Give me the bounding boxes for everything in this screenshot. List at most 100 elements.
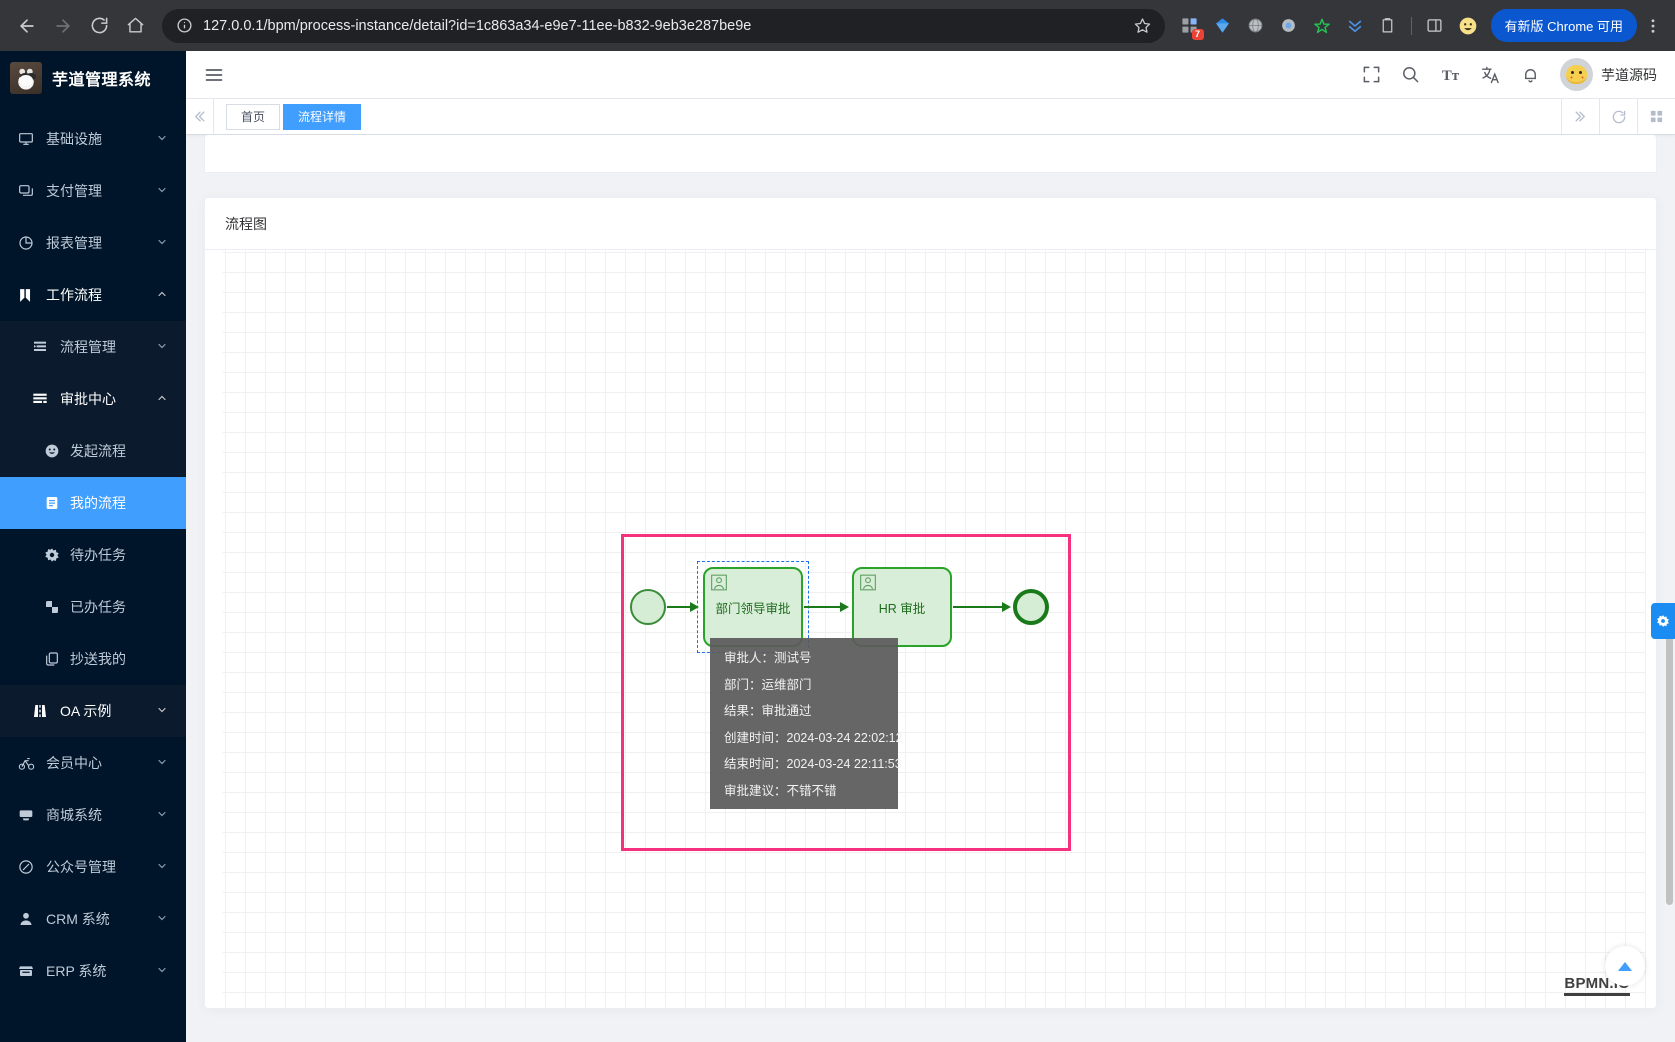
- main-area: Tт 芋道源码 首页 流程详情: [186, 51, 1675, 1042]
- sidebar-item-infrastructure[interactable]: 基础设施: [0, 113, 186, 165]
- list-icon: [32, 339, 54, 355]
- logo-title: 芋道管理系统: [52, 71, 152, 89]
- chevron-down-icon: [156, 703, 168, 719]
- extension-diamond-icon[interactable]: [1208, 11, 1238, 41]
- bpmn-task-department-leader-approval[interactable]: 部门领导审批: [703, 567, 803, 647]
- task-detail-tooltip: 审批人：测试号 部门：运维部门 结果：审批通过 创建时间：2024-03-24 …: [710, 638, 903, 809]
- browser-forward-button[interactable]: [46, 9, 80, 43]
- grid-icon[interactable]: [1637, 99, 1675, 134]
- chrome-update-button[interactable]: 有新版 Chrome 可用: [1490, 9, 1637, 42]
- monitor-icon: [18, 131, 40, 147]
- extension-clipboard-icon[interactable]: [1373, 11, 1403, 41]
- store-icon: [18, 963, 40, 979]
- translate-icon[interactable]: [1481, 65, 1501, 85]
- sidebar-item-oa-demo[interactable]: OA 示例: [0, 685, 186, 737]
- page-scrollbar[interactable]: [1666, 135, 1673, 1042]
- sidebar-item-workflow[interactable]: 工作流程: [0, 269, 186, 321]
- approval-icon: [32, 391, 54, 407]
- double-chevron-right-icon[interactable]: [1561, 99, 1599, 134]
- extension-circle-icon[interactable]: [1274, 11, 1304, 41]
- sidebar-item-label: 审批中心: [60, 391, 116, 407]
- browser-home-button[interactable]: [118, 9, 152, 43]
- bpmn-start-event[interactable]: [630, 589, 666, 625]
- sidebar-item-start-process[interactable]: 发起流程: [0, 425, 186, 477]
- sidebar-item-report[interactable]: 报表管理: [0, 217, 186, 269]
- sidebar-item-cc-to-me[interactable]: 抄送我的: [0, 633, 186, 685]
- sidebar-item-erp-system[interactable]: ERP 系统: [0, 945, 186, 997]
- scrollbar-thumb[interactable]: [1666, 615, 1673, 905]
- user-profile[interactable]: 芋道源码: [1560, 58, 1657, 91]
- extension-badge-count: 7: [1191, 28, 1204, 40]
- sidebar-item-label: 商城系统: [46, 807, 102, 823]
- hamburger-icon[interactable]: [204, 65, 224, 85]
- card-title: 流程图: [205, 198, 1656, 250]
- sidebar-item-todo-task[interactable]: 待办任务: [0, 529, 186, 581]
- sidebar-item-done-task[interactable]: 已办任务: [0, 581, 186, 633]
- extension-grid-icon[interactable]: 7: [1175, 11, 1205, 41]
- gear-icon: [44, 547, 64, 563]
- side-panel-icon[interactable]: [1420, 11, 1450, 41]
- tooltip-row-result: 结果：审批通过: [724, 704, 812, 718]
- sidebar-item-label: 会员中心: [46, 755, 102, 771]
- chevron-down-icon: [156, 131, 168, 147]
- sidebar-item-crm-system[interactable]: CRM 系统: [0, 893, 186, 945]
- chevron-up-icon: [156, 287, 168, 303]
- gear-icon: [1657, 615, 1669, 627]
- sequence-flow-1: [667, 602, 699, 612]
- extension-chevrons-down-icon[interactable]: [1340, 11, 1370, 41]
- browser-reload-button[interactable]: [82, 9, 116, 43]
- bpmn-task-hr-approval[interactable]: HR 审批: [852, 567, 952, 647]
- sidebar-item-member-center[interactable]: 会员中心: [0, 737, 186, 789]
- app-shell: 芋道管理系统 基础设施 支付管理: [0, 51, 1675, 1042]
- toolbar-divider: [1410, 16, 1412, 35]
- chevron-down-icon: [156, 183, 168, 199]
- sidebar-item-my-process[interactable]: 我的流程: [0, 477, 186, 529]
- refresh-icon[interactable]: [1599, 99, 1637, 134]
- font-size-icon[interactable]: Tт: [1440, 64, 1461, 85]
- sidebar-menu: 基础设施 支付管理 报表管理: [0, 104, 186, 997]
- tab-process-detail[interactable]: 流程详情: [283, 103, 362, 130]
- user-task-icon: [711, 574, 727, 591]
- sidebar-item-label: 流程管理: [60, 339, 116, 355]
- tab-home[interactable]: 首页: [226, 103, 281, 130]
- top-navbar: Tт 芋道源码: [186, 51, 1675, 98]
- sidebar-item-process-management[interactable]: 流程管理: [0, 321, 186, 373]
- bpmn-canvas[interactable]: 部门领导审批 HR 审批: [223, 250, 1646, 1008]
- address-bar[interactable]: 127.0.0.1/bpm/process-instance/detail?id…: [162, 8, 1165, 43]
- sidebar-item-payment[interactable]: 支付管理: [0, 165, 186, 217]
- sidebar-item-official-account[interactable]: 公众号管理: [0, 841, 186, 893]
- browser-menu-icon[interactable]: [1641, 17, 1665, 35]
- tabs-right-actions: [1561, 99, 1675, 134]
- sidebar-item-label: ERP 系统: [46, 963, 107, 979]
- theme-settings-button[interactable]: [1651, 603, 1675, 639]
- tooltip-row-end-time: 结束时间：2024-03-24 22:11:53: [724, 757, 902, 771]
- browser-toolbar: 127.0.0.1/bpm/process-instance/detail?id…: [0, 0, 1675, 51]
- sidebar-item-label: 基础设施: [46, 131, 102, 147]
- chevron-down-icon: [156, 859, 168, 875]
- search-icon[interactable]: [1401, 65, 1420, 84]
- user-icon: [18, 911, 40, 927]
- sidebar-item-label: 工作流程: [46, 287, 102, 303]
- tooltip-row-approver: 审批人：测试号: [724, 651, 812, 665]
- bpmn-task-label: HR 审批: [878, 601, 926, 616]
- extension-globe-icon[interactable]: [1241, 11, 1271, 41]
- sequence-flow-2: [804, 602, 849, 612]
- sidebar-item-approval-center[interactable]: 审批中心: [0, 373, 186, 425]
- extension-star-icon[interactable]: [1307, 11, 1337, 41]
- bookmark-star-icon[interactable]: [1134, 17, 1151, 34]
- avatar: [1560, 58, 1593, 91]
- double-chevron-left-icon[interactable]: [186, 99, 214, 134]
- fullscreen-icon[interactable]: [1362, 65, 1381, 84]
- notification-bell-icon[interactable]: [1521, 65, 1540, 84]
- sidebar-logo[interactable]: 芋道管理系统: [0, 51, 186, 104]
- back-to-top-button[interactable]: [1605, 946, 1645, 986]
- shop-icon: [18, 807, 40, 823]
- sidebar-item-mall-system[interactable]: 商城系统: [0, 789, 186, 841]
- site-info-icon[interactable]: [176, 17, 193, 34]
- logo-image: [10, 61, 42, 94]
- browser-back-button[interactable]: [10, 9, 44, 43]
- profile-avatar-icon[interactable]: [1453, 11, 1483, 41]
- sidebar-item-label: 抄送我的: [70, 651, 126, 667]
- bpmn-end-event[interactable]: [1013, 589, 1049, 625]
- sidebar: 芋道管理系统 基础设施 支付管理: [0, 51, 186, 1042]
